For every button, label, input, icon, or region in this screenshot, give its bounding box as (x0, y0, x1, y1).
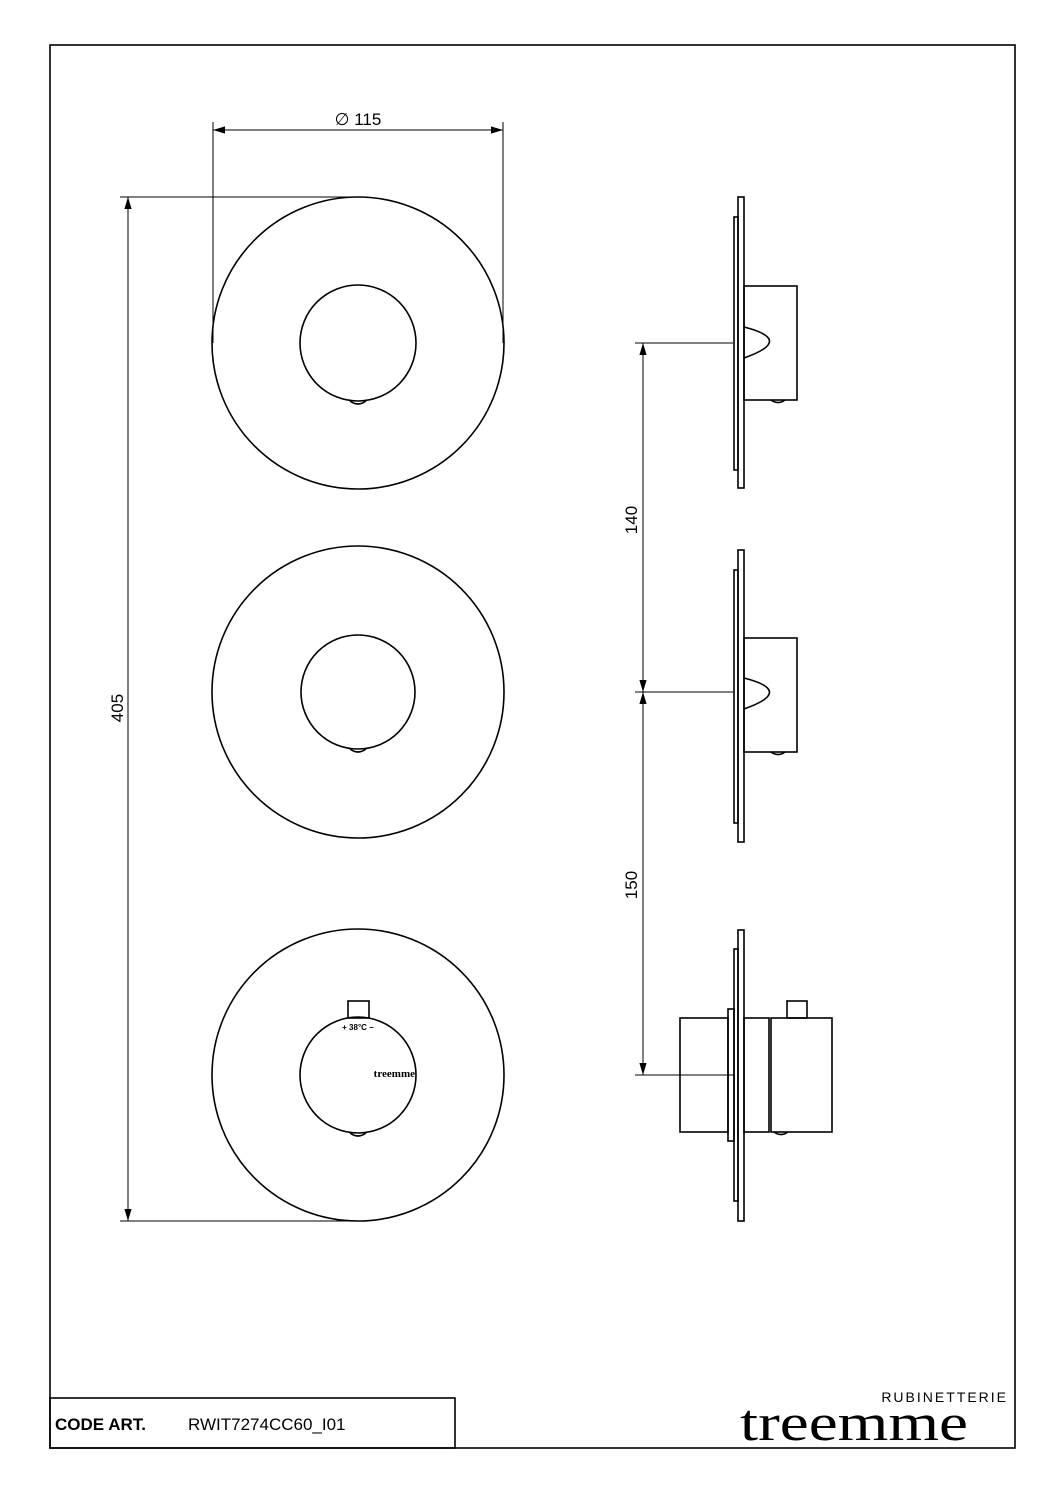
logo-name: treemme (740, 1395, 968, 1452)
brand-logo: RUBINETTERIE treemme (740, 1389, 1008, 1452)
drawing-border (49, 44, 1016, 1449)
dimension-spacing: 140 150 (622, 342, 734, 1076)
side-view-top (733, 196, 798, 489)
title-block: CODE ART. RWIT7274CC60_I01 (49, 1397, 456, 1449)
logo-subtitle: RUBINETTERIE (881, 1389, 1008, 1405)
front-view-top (211, 196, 505, 490)
front-view-middle (211, 545, 505, 839)
total-height-label: 405 (108, 694, 127, 722)
spacing-lower-label: 150 (622, 871, 641, 899)
dimension-total-height: 405 (108, 196, 358, 1222)
knob-tab (347, 1000, 370, 1019)
front-view-thermostat: + 38°C − treemme (211, 928, 505, 1222)
code-art-label: CODE ART. (55, 1415, 146, 1434)
side-view-middle (733, 549, 798, 843)
dial-brand-mark: treemme (374, 1068, 415, 1080)
spacing-upper-label: 140 (622, 506, 641, 534)
diameter-label: ∅ 115 (335, 110, 382, 129)
code-art-value: RWIT7274CC60_I01 (188, 1415, 346, 1434)
dimension-diameter: ∅ 115 (212, 110, 504, 343)
temperature-label: + 38°C − (342, 1023, 374, 1032)
